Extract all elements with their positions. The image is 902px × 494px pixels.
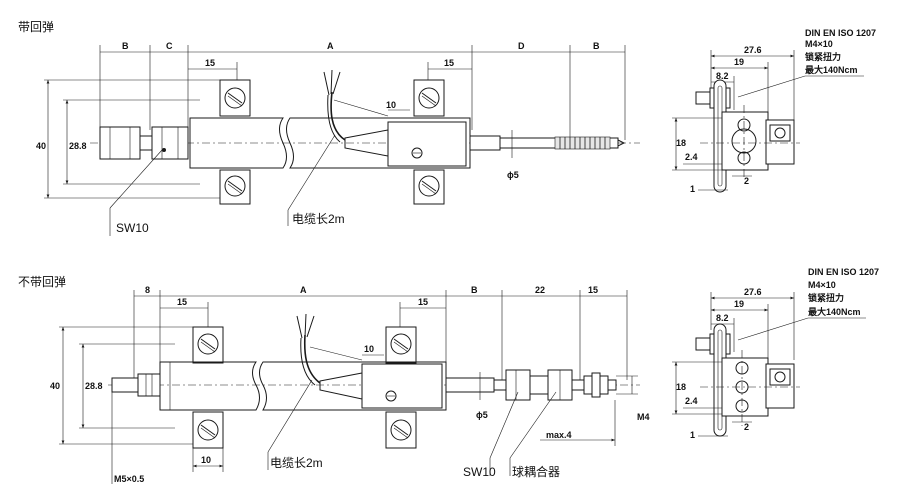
dim-8: 8 — [145, 285, 150, 295]
bottom-left-stub — [111, 373, 161, 397]
sw10-label-bottom: SW10 — [463, 465, 496, 479]
top-rod: ϕ5 — [469, 130, 626, 180]
bottom-leaders: SW10 球耦合器 电缆长2m 10 M5×0.5 — [111, 379, 560, 484]
dim-8-2-top: 8.2 — [716, 71, 729, 81]
top-left-fitting — [99, 126, 189, 160]
bottom-side-view: DIN EN ISO 1207 M4×10 锁紧扭力 最大140Ncm 27.6… — [672, 267, 879, 440]
top-section-title: 带回弹 — [18, 20, 54, 34]
dim-15-br: 15 — [418, 297, 428, 307]
dim-27-6-top: 27.6 — [744, 45, 762, 55]
spec-max-bottom: 最大140Ncm — [808, 306, 861, 317]
bottom-sensor-body: 10 — [159, 313, 447, 411]
dim-c: C — [166, 41, 173, 51]
dim-b-left: B — [122, 41, 129, 51]
dim-b-right: B — [593, 41, 600, 51]
dim-2-4-top: 2.4 — [685, 152, 698, 162]
dim-28-8-bottom: 28.8 — [85, 381, 103, 391]
dim-phi5-top: ϕ5 — [507, 170, 519, 180]
dim-d: D — [518, 41, 525, 51]
top-mount-clamps — [219, 79, 445, 205]
top-height-dims: 40 28.8 — [36, 79, 220, 199]
dim-2-top: 2 — [744, 176, 749, 186]
dim-15-bl: 15 — [177, 297, 187, 307]
top-side-view: DIN EN ISO 1207 M4×10 锁紧扭力 最大140Ncm 27.6… — [672, 28, 876, 194]
bottom-dim-chain: 8 A B 22 15 15 15 — [133, 285, 628, 380]
coupler-label: 球耦合器 — [512, 464, 560, 479]
spec-max-top: 最大140Ncm — [805, 64, 858, 75]
spec-torque-top: 锁紧扭力 — [805, 51, 841, 62]
dim-18-top: 18 — [676, 138, 686, 148]
bottom-section-title: 不带回弹 — [18, 275, 66, 289]
dim-m4: M4 — [637, 412, 650, 422]
dim-max4: max.4 — [546, 430, 572, 440]
dim-1-bottom: 1 — [690, 430, 695, 440]
spec-torque-bottom: 锁紧扭力 — [808, 292, 844, 303]
sw10-label-top: SW10 — [116, 221, 149, 235]
dim-1-top: 1 — [690, 184, 695, 194]
cable-label-bottom: 电缆长2m — [270, 456, 323, 470]
dim-28-8-top: 28.8 — [69, 141, 87, 151]
spec-din-top: DIN EN ISO 1207 — [805, 28, 876, 38]
dim-2-bottom: 2 — [744, 422, 749, 432]
dim-27-6-bottom: 27.6 — [744, 287, 762, 297]
dim-10-bottom-clamp: 10 — [201, 455, 211, 465]
dim-15-left: 15 — [205, 58, 215, 68]
dim-18-bottom: 18 — [676, 382, 686, 392]
dim-8-2-bottom: 8.2 — [716, 313, 729, 323]
dim-10-top: 10 — [386, 100, 396, 110]
dim-40-top: 40 — [36, 141, 46, 151]
dim-2-4-bottom: 2.4 — [685, 396, 698, 406]
dim-19-top: 19 — [734, 57, 744, 67]
spec-m4-bottom: M4×10 — [808, 280, 836, 290]
dim-15-right: 15 — [444, 58, 454, 68]
bottom-rod-coupler: ϕ5 M4 max.4 — [445, 369, 650, 446]
top-dim-chain: B C A D B 15 15 — [99, 41, 626, 140]
bottom-mount-clamps — [192, 326, 417, 449]
dim-19-bottom: 19 — [734, 299, 744, 309]
dim-a: A — [327, 41, 334, 51]
dim-phi5-bottom: ϕ5 — [476, 410, 488, 420]
dim-40-bottom: 40 — [50, 381, 60, 391]
cable-label-top: 电缆长2m — [292, 212, 345, 226]
dim-10-bottom-mid: 10 — [364, 344, 374, 354]
bottom-height-dims: 40 28.8 — [50, 326, 195, 445]
dim-15-tail: 15 — [588, 285, 598, 295]
dim-b-bottom: B — [471, 285, 478, 295]
dim-a-bottom: A — [300, 285, 307, 295]
top-sensor-body: 10 — [189, 69, 471, 169]
spec-din-bottom: DIN EN ISO 1207 — [808, 267, 879, 277]
dim-m5: M5×0.5 — [114, 474, 144, 484]
dim-22: 22 — [535, 285, 545, 295]
spec-m4-top: M4×10 — [805, 39, 833, 49]
